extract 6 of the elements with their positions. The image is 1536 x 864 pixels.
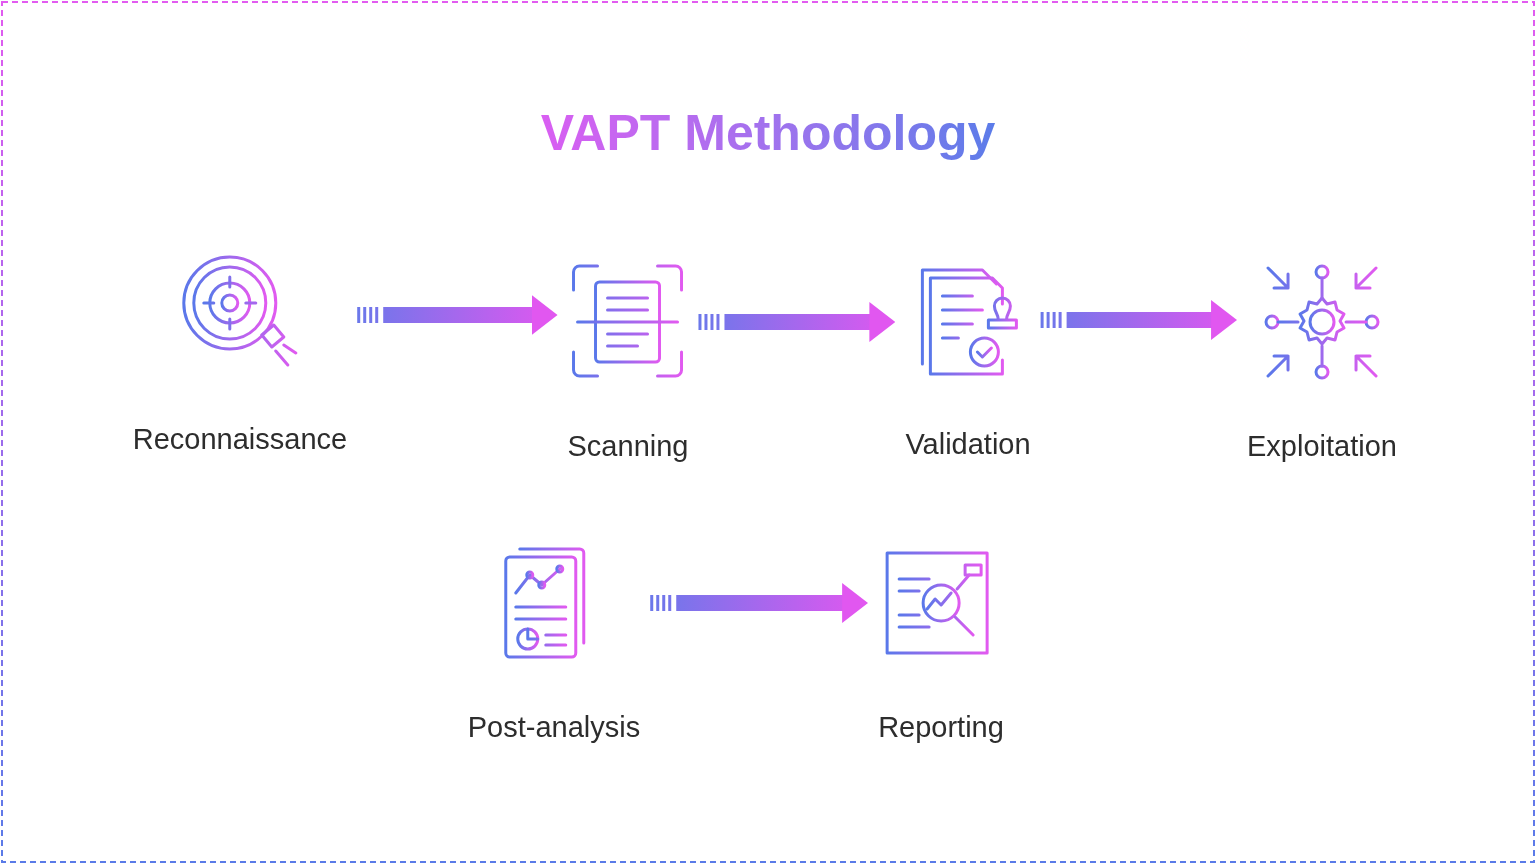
step-label: Reporting <box>878 713 1004 742</box>
step-label: Scanning <box>567 432 689 461</box>
step-label: Validation <box>905 430 1031 459</box>
step-label: Post-analysis <box>467 713 641 742</box>
step-label: Exploitation <box>1247 432 1397 461</box>
step-label: Reconnaissance <box>132 425 348 454</box>
